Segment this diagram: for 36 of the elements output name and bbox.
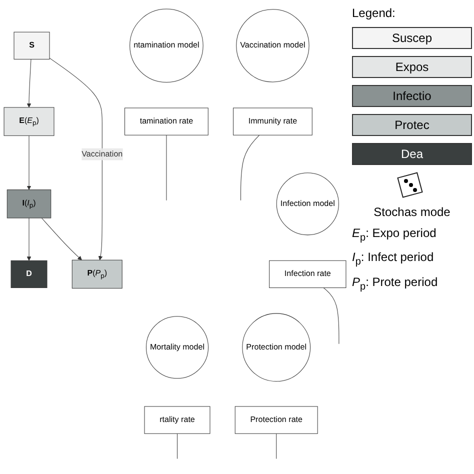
connector bbox=[166, 134, 167, 200]
legend-swatch: Infectio bbox=[352, 85, 472, 107]
connector bbox=[323, 287, 340, 344]
connector bbox=[276, 432, 277, 459]
legend-swatch: Expos bbox=[352, 56, 472, 78]
arrow bbox=[26, 58, 32, 108]
node-box: I(I$_{p}$) bbox=[6, 189, 52, 218]
node-circle: Mortality model bbox=[146, 316, 209, 378]
arrow bbox=[49, 57, 103, 260]
node-box: rtality rate bbox=[144, 406, 210, 434]
note-text: I$_{p}$: Infect period bbox=[352, 250, 435, 268]
node-circle: Vaccination model bbox=[236, 8, 310, 82]
node-box: Infection rate bbox=[269, 260, 346, 288]
node-box: D bbox=[10, 260, 48, 288]
arrow bbox=[26, 217, 32, 260]
node-box: P(P$_{p}$) bbox=[72, 259, 122, 288]
arrow bbox=[41, 217, 82, 260]
edge-label: Vaccination bbox=[82, 149, 123, 158]
arrow bbox=[26, 135, 32, 190]
connector bbox=[240, 134, 260, 200]
node-circle: Infection model bbox=[276, 172, 339, 235]
legend-heading: Legend: bbox=[352, 6, 396, 20]
legend-swatch: Suscep bbox=[352, 27, 472, 49]
legend-swatch: Dea bbox=[352, 143, 472, 165]
legend-swatch: Protec bbox=[352, 114, 472, 136]
connector bbox=[177, 432, 178, 459]
node-box: S bbox=[14, 31, 50, 60]
node-circle: Protection model bbox=[242, 312, 311, 382]
node-box: Protection rate bbox=[234, 406, 318, 434]
note-text: E$_{p}$: Expo period bbox=[352, 226, 438, 244]
legend-text: Stochas mode bbox=[372, 205, 452, 219]
node-box: E(E$_{p}$) bbox=[4, 106, 54, 136]
node-circle: ntamination model bbox=[130, 8, 204, 82]
node-box: tamination rate bbox=[124, 107, 208, 135]
note-text: P$_{p}$: Prote period bbox=[352, 274, 439, 292]
node-box: Immunity rate bbox=[233, 107, 312, 135]
